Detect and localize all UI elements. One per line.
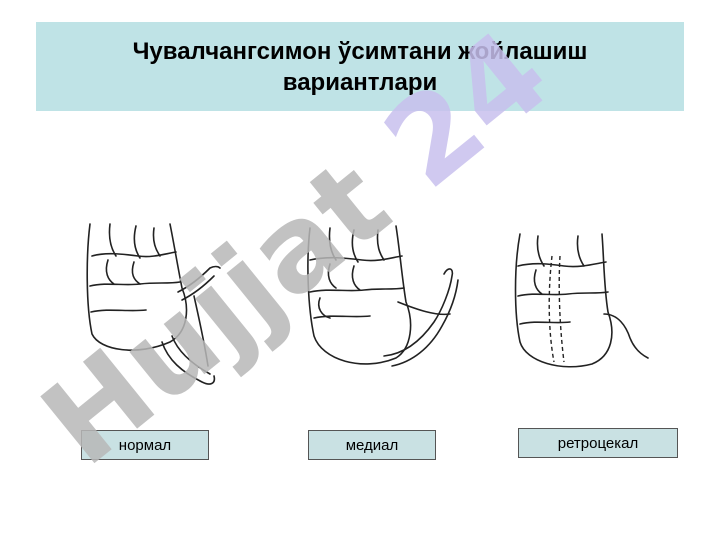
appendix-retrocecal-illustration (514, 233, 649, 368)
figure-label-medial: медиал (308, 430, 436, 460)
title-banner: Чувалчангсимон ўсимтани жойлашиш вариант… (36, 22, 684, 111)
appendix-normal-illustration (86, 223, 221, 385)
figure-label-normal: нормал (81, 430, 209, 460)
slide-title: Чувалчангсимон ўсимтани жойлашиш вариант… (132, 37, 588, 96)
figure-label-retrocecal: ретроцекал (518, 428, 678, 458)
appendix-medial-illustration (307, 225, 459, 367)
